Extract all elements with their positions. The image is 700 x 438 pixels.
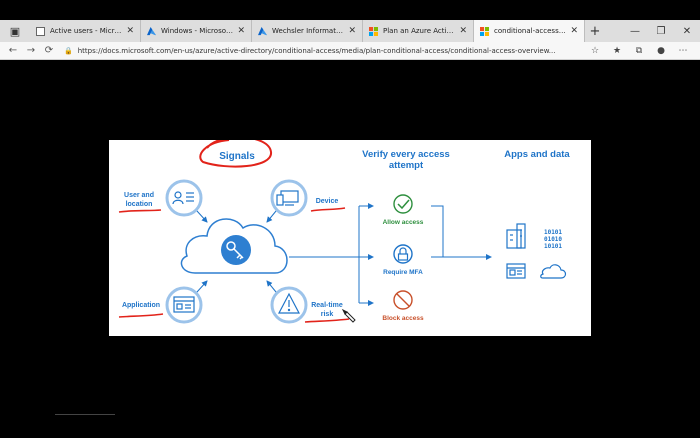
address-bar: ← → ⟳ 🔒 https://docs.microsoft.com/en-us… — [0, 42, 700, 60]
building-icon — [506, 223, 526, 249]
progress-line — [55, 414, 115, 415]
verify-heading-line1: Verify every access — [362, 149, 450, 160]
page-icon — [36, 26, 45, 36]
block-label: Block access — [382, 315, 424, 322]
device-icon — [276, 190, 299, 206]
forward-icon[interactable]: → — [26, 45, 36, 56]
tab-windows-endpoint[interactable]: Windows - Microsoft Endp ✕ — [141, 20, 252, 42]
close-icon[interactable]: ✕ — [570, 26, 578, 36]
url-field[interactable]: 🔒 https://docs.microsoft.com/en-us/azure… — [64, 47, 584, 55]
close-window-icon[interactable]: ✕ — [682, 25, 692, 37]
favorites-icon[interactable]: ★ — [612, 45, 622, 56]
microsoft-icon — [480, 26, 489, 36]
key-icon — [226, 241, 244, 260]
application-window-icon — [173, 296, 195, 313]
close-icon[interactable]: ✕ — [237, 26, 245, 36]
arrow-device-to-cloud — [266, 210, 277, 223]
apps-bracket — [431, 205, 444, 258]
tab-bar: ▣ Active users - Microsoft 3 ✕ Windows -… — [0, 20, 700, 42]
pen-cursor-icon — [341, 308, 356, 323]
application-circle — [165, 286, 203, 324]
collections-icon[interactable]: ⧉ — [635, 45, 643, 56]
favorite-star-icon[interactable]: ☆ — [590, 45, 600, 56]
restore-icon[interactable]: ❐ — [656, 25, 666, 37]
annotation-underline-application — [118, 313, 164, 318]
new-tab-icon[interactable]: + — [589, 23, 601, 39]
annotation-underline-user — [118, 209, 162, 213]
back-icon[interactable]: ← — [8, 45, 18, 56]
user-location-label-line1: User and — [124, 192, 154, 199]
conditional-access-diagram: Signals Verify every access attempt Apps… — [109, 140, 591, 336]
tab-label: Active users - Microsoft 3 — [50, 27, 123, 35]
cloud-storage-icon — [540, 264, 567, 279]
allow-label: Allow access — [383, 219, 424, 226]
verify-heading-line2: attempt — [389, 160, 424, 171]
warning-icon — [278, 292, 300, 314]
mfa-label: Require MFA — [383, 269, 423, 276]
device-circle — [270, 179, 308, 217]
arrow-application-to-cloud — [196, 280, 208, 293]
tab-label: conditional-access-overvie — [494, 27, 566, 35]
binary-line2: 01010 — [544, 236, 562, 243]
annotation-circle — [199, 140, 272, 168]
profile-icon[interactable]: ● — [657, 45, 665, 56]
tab-label: Plan an Azure Active Direc — [383, 27, 455, 35]
arrow-risk-to-cloud — [266, 280, 277, 293]
close-icon[interactable]: ✕ — [348, 26, 356, 36]
user-location-circle — [165, 179, 203, 217]
device-label: Device — [316, 198, 339, 205]
browser-toolbar: ☆ ★ ⧉ ● ⋯ — [584, 46, 694, 56]
tab-conditional-access-overview[interactable]: conditional-access-overvie ✕ — [474, 20, 585, 42]
tab-active-users[interactable]: Active users - Microsoft 3 ✕ — [30, 20, 141, 42]
refresh-icon[interactable]: ⟳ — [44, 45, 54, 56]
azure-icon — [258, 26, 267, 36]
arrow-user-to-cloud — [196, 210, 208, 223]
tab-plan-azure[interactable]: Plan an Azure Active Direc ✕ — [363, 20, 474, 42]
app-window-icon — [506, 263, 526, 279]
binary-line3: 10101 — [544, 243, 562, 250]
user-location-label-line2: location — [126, 201, 153, 208]
more-icon[interactable]: ⋯ — [678, 45, 688, 56]
apps-heading: Apps and data — [504, 149, 570, 160]
application-label: Application — [122, 302, 160, 309]
annotation-underline-device — [310, 207, 346, 212]
azure-icon — [147, 26, 156, 36]
tab-actions-icon[interactable]: ▣ — [9, 24, 21, 38]
close-icon[interactable]: ✕ — [126, 26, 134, 36]
risk-label-line2: risk — [321, 311, 334, 318]
tab-wechsler[interactable]: Wechsler Information Sol ✕ — [252, 20, 363, 42]
close-icon[interactable]: ✕ — [459, 26, 467, 36]
microsoft-icon — [369, 26, 378, 36]
url-text: https://docs.microsoft.com/en-us/azure/a… — [77, 46, 556, 55]
allow-check-icon — [393, 194, 413, 214]
lock-icon[interactable]: 🔒 — [64, 46, 73, 55]
window-controls: — ❐ ✕ — [622, 20, 700, 42]
tab-label: Wechsler Information Sol — [272, 27, 345, 35]
annotation-underline-risk — [304, 318, 350, 323]
user-card-icon — [172, 191, 194, 205]
tab-label: Windows - Microsoft Endp — [161, 27, 233, 35]
signals-heading: Signals — [219, 151, 255, 162]
minimize-icon[interactable]: — — [630, 25, 640, 37]
risk-label-line1: Real-time — [311, 302, 343, 309]
binary-line1: 10101 — [544, 229, 562, 236]
